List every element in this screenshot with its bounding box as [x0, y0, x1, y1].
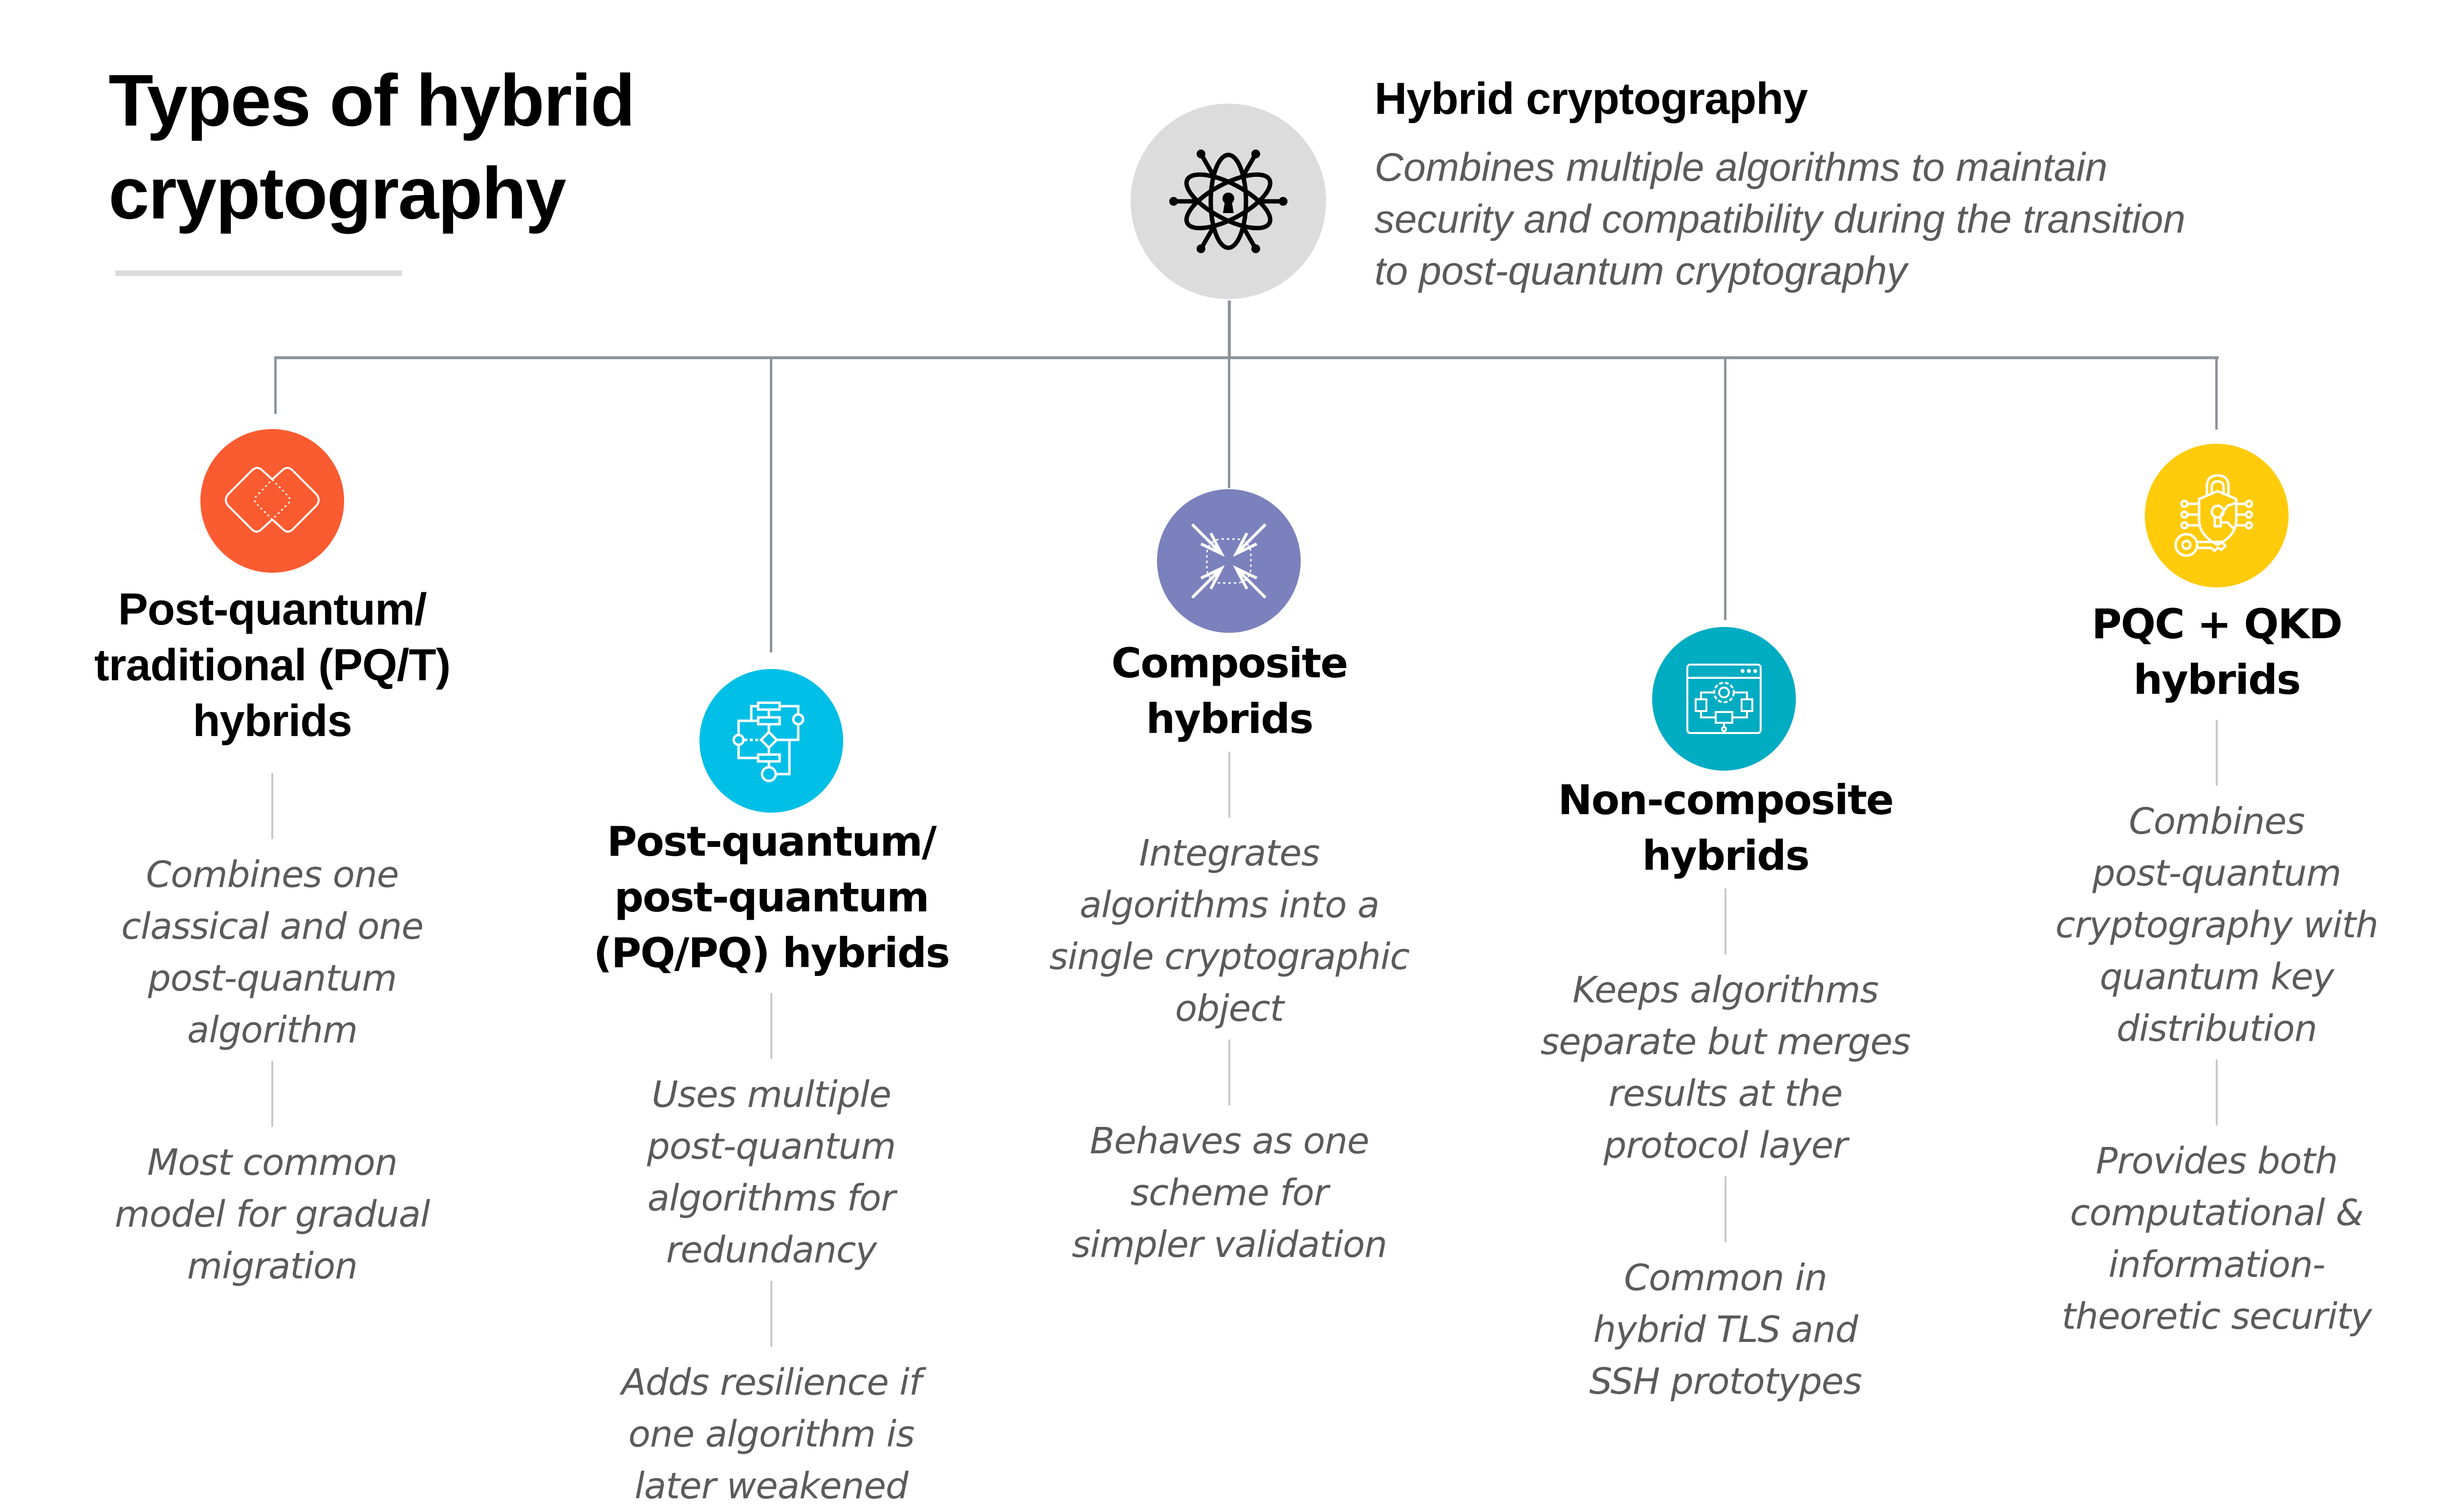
pqpq-point-1: Uses multiple post-quantum algorithms fo…: [647, 1074, 896, 1271]
root-stem-line: [1228, 301, 1231, 359]
pqc-qkd-point-1: Combines post-quantum cryptography with …: [2055, 800, 2379, 1050]
pqc-qkd-column: PQC + QKD hybrids Combines post-quantum …: [1997, 596, 2437, 1342]
pqt-column: Post-quantum/ traditional (PQ/T) hybrids…: [52, 582, 492, 1292]
composite-point-2: Behaves as one scheme for simpler valida…: [1071, 1120, 1388, 1266]
separator: [2216, 1059, 2218, 1125]
pqt-point-1: Combines one classical and one post-quan…: [121, 854, 424, 1051]
noncomposite-column: Non-composite hybrids Keeps algorithms s…: [1506, 772, 1945, 1407]
separator: [1228, 752, 1230, 818]
flowchart-icon: [732, 701, 805, 782]
composite-column: Composite hybrids Integrates algorithms …: [1009, 635, 1449, 1271]
noncomposite-point-2: Common in hybrid TLS and SSH prototypes: [1589, 1257, 1862, 1403]
separator: [1724, 888, 1726, 954]
noncomposite-node-circle: [1652, 627, 1796, 771]
overlapping-diamonds-icon: [225, 467, 320, 533]
pqt-node-circle: [200, 429, 344, 573]
converging-arrows-icon: [1191, 523, 1267, 599]
root-description: Combines multiple algorithms to maintain…: [1375, 145, 2186, 293]
composite-title: Composite hybrids: [1111, 639, 1349, 743]
pqc-qkd-point-2: Provides both computational & informatio…: [2062, 1140, 2372, 1338]
pqpq-point-2: Adds resilience if one algorithm is late…: [621, 1361, 922, 1507]
atom-keyhole-icon: [1169, 150, 1287, 253]
pqpq-node-circle: [699, 669, 843, 813]
connector-drop-4: [1724, 356, 1726, 620]
page-title: Types of hybrid cryptography: [109, 54, 635, 239]
pqpq-column: Post-quantum/ post-quantum (PQ/PQ) hybri…: [551, 814, 991, 1512]
connector-drop-5: [2215, 356, 2218, 430]
root-node-circle: [1131, 104, 1326, 299]
separator: [1724, 1176, 1726, 1242]
browser-gear-workflow-icon: [1686, 664, 1762, 734]
pqt-title: Post-quantum/ traditional (PQ/T) hybrids: [94, 584, 451, 746]
noncomposite-title: Non-composite hybrids: [1558, 776, 1894, 880]
separator: [1228, 1039, 1230, 1105]
connector-drop-1: [274, 356, 277, 414]
composite-node-circle: [1157, 489, 1301, 633]
pqpq-title: Post-quantum/ post-quantum (PQ/PQ) hybri…: [593, 818, 950, 977]
separator: [271, 1061, 273, 1127]
page-title-line-1: Types of hybrid: [109, 59, 635, 141]
separator: [2216, 720, 2218, 786]
separator: [770, 993, 772, 1059]
page-title-line-2: cryptography: [109, 152, 567, 234]
pqc-qkd-title: PQC + QKD hybrids: [2092, 600, 2343, 704]
title-underline: [115, 270, 402, 276]
separator: [271, 773, 273, 839]
shield-lock-key-icon: [2174, 474, 2253, 557]
root-title: Hybrid cryptography: [1375, 74, 1808, 124]
separator: [770, 1281, 772, 1347]
noncomposite-point-1: Keeps algorithms separate but merges res…: [1540, 969, 1911, 1166]
connector-horizontal-line: [274, 356, 2219, 359]
pqc-qkd-node-circle: [2145, 444, 2289, 587]
composite-point-1: Integrates algorithms into a single cryp…: [1049, 832, 1410, 1030]
pqt-point-2: Most common model for gradual migration: [114, 1142, 431, 1287]
connector-drop-2: [770, 356, 772, 652]
connector-drop-3: [1228, 356, 1230, 488]
